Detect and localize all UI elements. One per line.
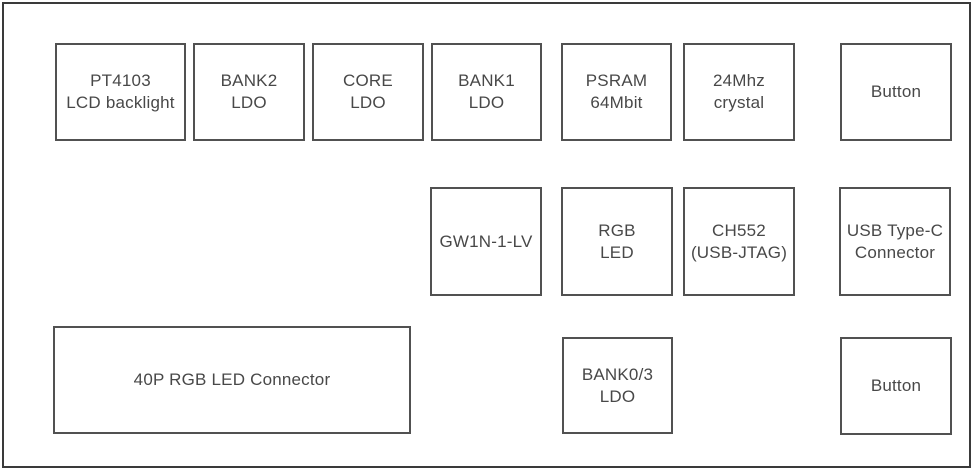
- block-label-line: BANK2: [220, 71, 278, 90]
- block-label-line: LED: [600, 242, 634, 262]
- block-24mhz-crystal: 24Mhz crystal: [683, 43, 795, 141]
- block-label-line: PT4103: [90, 71, 151, 90]
- block-button-bottom: Button: [840, 337, 952, 435]
- block-label-line: Connector: [854, 242, 936, 262]
- block-gw1n-1-lv-fpga: GW1N-1-LV: [430, 187, 542, 296]
- block-label-line: (USB-JTAG): [690, 242, 788, 262]
- block-label-line: BANK1: [458, 71, 515, 90]
- block-bank2-ldo: BANK2 LDO: [193, 43, 305, 141]
- block-button-top: Button: [840, 43, 952, 141]
- block-bank1-ldo: BANK1 LDO: [431, 43, 542, 141]
- block-label-line: LCD backlight: [66, 93, 175, 112]
- block-label-line: RGB: [598, 220, 636, 240]
- block-label-line: LDO: [350, 93, 386, 112]
- block-usb-type-c-connector: USB Type-C Connector: [839, 187, 951, 296]
- block-bank0-3-ldo: BANK0/3 LDO: [562, 337, 673, 434]
- block-label-line: LDO: [599, 386, 636, 406]
- block-label-line: BANK0/3: [581, 364, 654, 384]
- block-label-line: 24Mhz: [712, 71, 766, 90]
- block-core-ldo: CORE LDO: [312, 43, 424, 141]
- block-ch552-usb-jtag: CH552 (USB-JTAG): [683, 187, 795, 296]
- block-label-line: CH552: [712, 220, 766, 240]
- block-label-line: crystal: [713, 93, 765, 112]
- block-label-line: GW1N-1-LV: [439, 231, 533, 251]
- block-label-line: PSRAM: [585, 71, 648, 90]
- block-label-line: LDO: [231, 93, 267, 112]
- block-pt4103-lcd-backlight: PT4103 LCD backlight: [55, 43, 186, 141]
- block-label-line: LDO: [468, 93, 505, 112]
- block-label-line: CORE: [343, 71, 393, 90]
- block-label-line: Button: [870, 376, 922, 395]
- block-label-line: USB Type-C: [846, 220, 944, 240]
- block-rgb-led: RGB LED: [561, 187, 673, 296]
- block-label-line: 64Mbit: [590, 93, 643, 112]
- block-label-line: Button: [870, 82, 922, 101]
- block-psram-64mbit: PSRAM 64Mbit: [561, 43, 672, 141]
- block-label-line: 40P RGB LED Connector: [133, 370, 331, 389]
- block-40p-rgb-led-connector: 40P RGB LED Connector: [53, 326, 411, 434]
